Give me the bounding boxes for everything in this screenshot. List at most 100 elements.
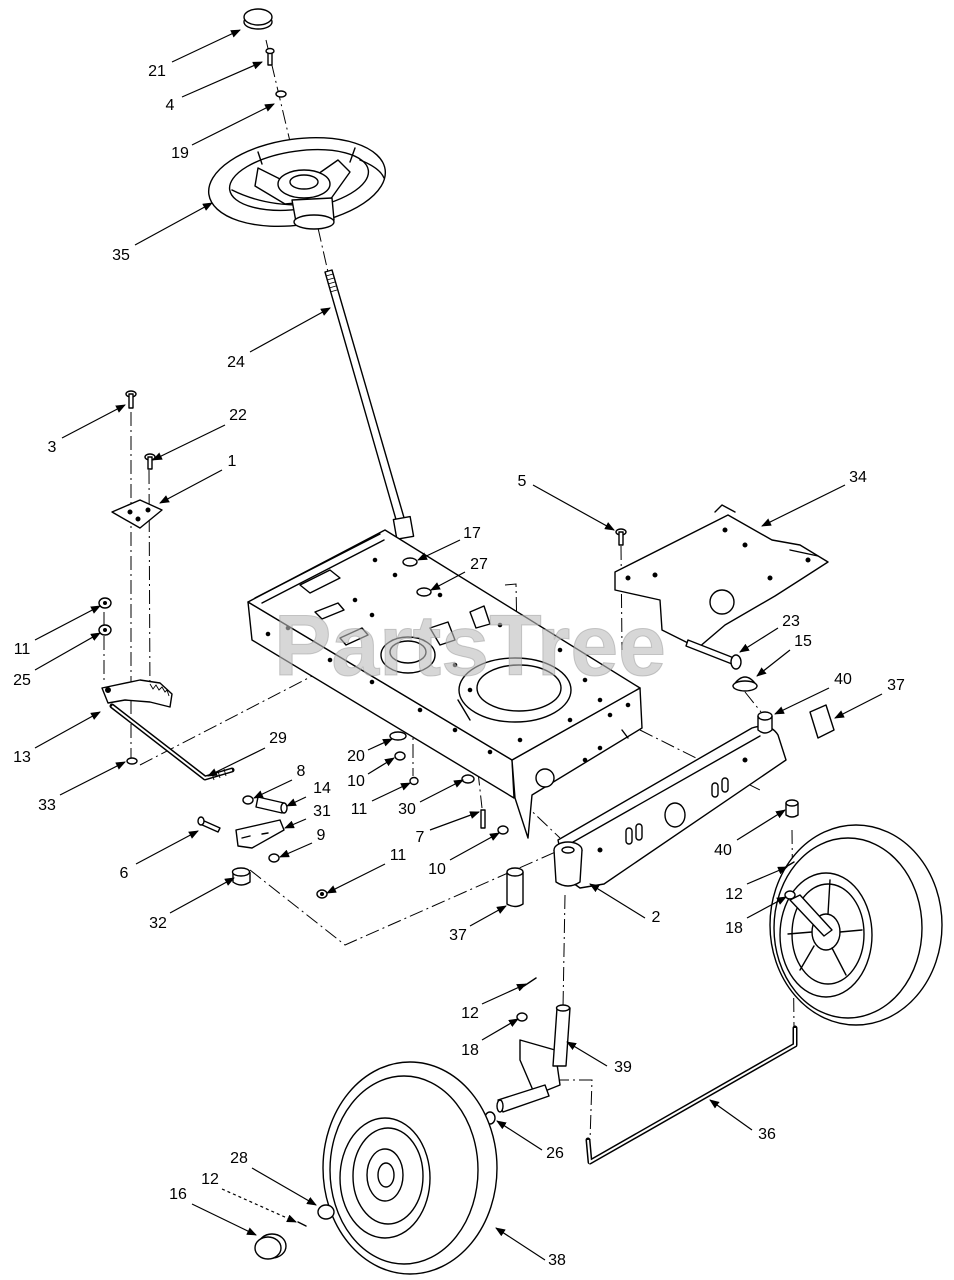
callout-20: 20 [347, 748, 365, 765]
callout-2: 2 [652, 909, 661, 926]
callout-27: 27 [470, 556, 488, 573]
leader-line-31 [284, 818, 307, 829]
wheel-right [769, 824, 943, 1026]
callout-32: 32 [149, 915, 167, 932]
bushing-37 [506, 867, 524, 908]
leader-line-21 [171, 29, 241, 63]
steering-bolt [265, 47, 275, 66]
leader-line-4 [181, 61, 263, 98]
bolt-3 [125, 390, 137, 409]
washer-20 [389, 731, 407, 741]
callout-18: 18 [461, 1042, 479, 1059]
leader-line-3 [61, 404, 126, 439]
leader-line-7 [429, 811, 480, 831]
callout-35: 35 [112, 247, 130, 264]
bolt-5 [615, 528, 627, 546]
leader-line-24 [249, 307, 331, 353]
leader-line-37 [469, 905, 507, 927]
callout-21: 21 [148, 63, 166, 80]
callout-1: 1 [228, 453, 237, 470]
dome-cap-15 [732, 676, 758, 692]
pivot-14 [255, 796, 288, 814]
callout-10: 10 [347, 773, 365, 790]
callout-15: 15 [794, 633, 812, 650]
callout-40: 40 [834, 671, 852, 688]
leader-line-12 [481, 983, 527, 1005]
callout-34: 34 [849, 469, 867, 486]
steering-washer [275, 90, 287, 98]
callout-11: 11 [351, 801, 368, 818]
callout-7: 7 [416, 829, 425, 846]
leader-line-10 [449, 832, 500, 861]
callout-13: 13 [13, 749, 31, 766]
leader-line-38 [495, 1227, 546, 1261]
bushing-32 [231, 867, 251, 886]
washer-18-left [516, 1012, 528, 1022]
front-axle [553, 711, 787, 889]
nut-10 [394, 751, 406, 761]
tie-rod [585, 1025, 798, 1165]
leader-line-27 [430, 571, 466, 591]
callout-28: 28 [230, 1150, 248, 1167]
leader-line-33 [59, 761, 126, 796]
nut-10-axle [497, 825, 509, 835]
leader-line-6 [135, 830, 199, 865]
callout-17: 17 [463, 525, 481, 542]
leader-line-17 [417, 539, 461, 561]
rear-bracket [614, 504, 829, 649]
pin-12-hub [297, 1221, 307, 1227]
leader-line-40 [774, 687, 830, 715]
leader-line-23 [739, 627, 779, 653]
sector-gear [101, 679, 173, 708]
leader-line-8 [253, 779, 293, 799]
leader-line-18 [746, 896, 787, 919]
nut-9 [268, 853, 280, 863]
mounting-plate [111, 499, 163, 529]
callout-22: 22 [229, 407, 247, 424]
callout-14: 14 [313, 780, 331, 797]
callout-37: 37 [887, 677, 905, 694]
callout-38: 38 [548, 1252, 566, 1269]
wheel-left [322, 1061, 498, 1275]
callout-18: 18 [725, 920, 743, 937]
callout-30: 30 [398, 801, 416, 818]
leader-line-28 [251, 1167, 317, 1206]
nut-11 [98, 597, 112, 609]
bolt-6 [197, 816, 221, 833]
callout-11: 11 [14, 641, 31, 658]
steering-cap [243, 8, 273, 30]
hub-cap-16 [254, 1233, 287, 1260]
bushing-37-right [809, 704, 835, 739]
leader-line-16 [191, 1203, 257, 1236]
leader-line-32 [169, 877, 235, 914]
pin-7 [480, 809, 486, 829]
leader-line-25 [34, 632, 101, 671]
spindle-left [496, 1004, 571, 1113]
callout-12: 12 [461, 1005, 479, 1022]
leader-line-11 [371, 782, 411, 802]
leader-line-2 [589, 883, 646, 919]
pin-12-left [523, 977, 537, 987]
leader-line-18 [481, 1018, 519, 1041]
leader-line-29 [207, 747, 266, 777]
nut-11-frame [409, 776, 419, 786]
callout-19: 19 [171, 145, 189, 162]
callout-3: 3 [48, 439, 57, 456]
leader-line-36 [709, 1099, 753, 1131]
tractor-frame [247, 529, 643, 839]
leader-line-40 [736, 809, 786, 841]
callout-24: 24 [227, 354, 245, 371]
leader-line-11 [326, 863, 386, 894]
callout-10: 10 [428, 861, 446, 878]
callout-36: 36 [758, 1126, 776, 1143]
callout-39: 39 [614, 1059, 632, 1076]
callout-16: 16 [169, 1186, 187, 1203]
leader-line-20 [367, 738, 393, 751]
washer-30 [461, 774, 475, 784]
leader-line-15 [756, 649, 791, 677]
callout-37: 37 [449, 927, 467, 944]
callout-4: 4 [166, 97, 175, 114]
drag-link [109, 703, 235, 781]
callout-5: 5 [518, 473, 527, 490]
